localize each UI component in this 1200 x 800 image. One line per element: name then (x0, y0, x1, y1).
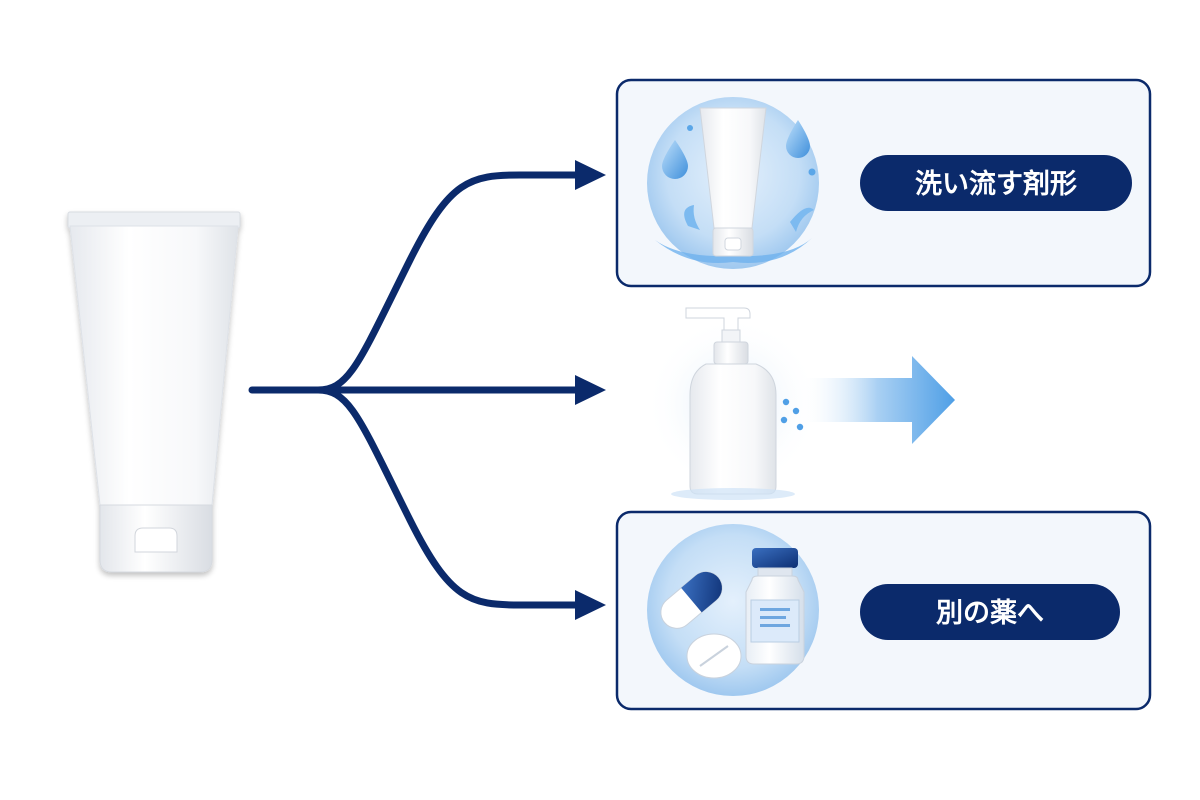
option-pill-other-drug (860, 584, 1120, 640)
arrowhead-top (575, 160, 606, 190)
arrowhead-bottom (575, 590, 606, 620)
option-pill-rinse-off (860, 155, 1132, 211)
pump-bottle-spray-icon (671, 307, 804, 500)
option-label-other-drug: 別の薬へ (936, 598, 1044, 629)
branch-connectors (248, 171, 589, 609)
branch-arrowheads (575, 160, 606, 620)
branch-line-top (314, 171, 589, 394)
option-box-rinse-off: 洗い流す剤形 (615, 78, 1152, 288)
branch-line-bottom (314, 386, 589, 609)
large-right-arrow (800, 356, 955, 444)
rinse-off-tube-icon (647, 97, 819, 269)
option-box-other-drug: 別の薬へ (615, 510, 1152, 711)
arrowhead-middle (575, 375, 606, 405)
option-pump-bottle (645, 307, 955, 500)
option-label-rinse-off: 洗い流す剤形 (915, 168, 1077, 200)
pills-and-vial-icon (647, 524, 819, 696)
cream-tube-icon (67, 211, 241, 573)
